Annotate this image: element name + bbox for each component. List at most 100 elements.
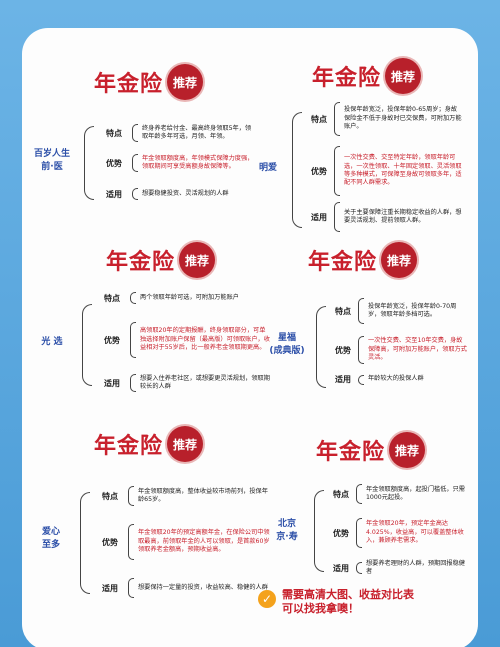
mini-brace [356,562,362,575]
product-name: 光 选 [41,337,63,347]
mini-brace [334,202,340,232]
row-desc: 投保年龄宽泛，投保年龄0-65周岁；身故保险金不低于身故时已交保费，可附加万能账… [344,106,462,131]
suitable-row: 适用 想要养老理财的人群，预期回报稳健者 [326,560,470,577]
feature-row: 特点 两个领取年龄可选，可附加万能账户 [94,292,270,304]
row-desc: 年金领取20年，预定年金高达4.025%，收益高，可以覆盖整体收入，兼顾养老需求… [366,520,464,545]
suitable-row: 适用 关于主要保障注重长期稳定收益的人群，想要灵活规划、提前领取人群。 [304,202,462,232]
title-block: 年金险 推荐 [106,242,216,278]
row-desc: 投保年龄宽泛，投保年龄0-70周岁，领取年龄多档可选。 [368,302,457,318]
row-label: 优势 [104,335,120,345]
advantage-row: 优势 年金领取额度高，年领模式保障力度强，领取期间可享受高额身故保障等。 [96,154,254,172]
recommend-badge: 推荐 [167,64,204,100]
mini-brace [128,524,134,560]
title-block: 年金险 推荐 [94,64,204,100]
product-name: 明爱 [258,163,277,173]
row-label: 适用 [106,189,122,199]
feature-row: 特点 年金领取额度高，整体收益较市场前列，投保年龄65岁。 [92,486,270,506]
brace [292,112,302,228]
row-label: 适用 [335,375,351,384]
row-desc: 年金领取额度高，起投门槛低，只需1000元起投。 [366,485,465,501]
row-desc: 年金领取额度高，整体收益较市场前列，投保年龄65岁。 [138,487,268,503]
mini-brace [128,578,134,598]
cta-line-2: 可以找我拿噢！ [282,602,359,615]
row-desc: 想要养老理财的人群，预期回报稳健者 [366,560,465,576]
mini-brace [130,374,136,392]
row-label: 适用 [104,378,120,388]
row-label: 适用 [311,212,327,222]
title-block: 年金险 推荐 [94,426,204,462]
row-label: 优势 [106,158,122,168]
advantage-row: 优势 年金领取20年，预定年金高达4.025%，收益高，可以覆盖整体收入，兼顾养… [326,518,470,548]
row-desc: 终身养老给付金、最高终身领取5年，领取年龄多年可选，月领、年领。 [142,124,252,140]
row-label: 特点 [104,293,120,303]
row-label: 优势 [335,345,351,355]
brace [80,492,90,594]
row-label: 优势 [333,528,349,538]
title-text: 年金险 [106,250,176,275]
product-name: 百岁人生 前·医 [33,149,70,172]
title-text: 年金险 [94,72,164,97]
title-block: 年金险 推荐 [312,58,422,94]
brace [316,306,326,388]
row-label: 优势 [311,166,327,176]
mini-brace [130,292,136,304]
suitable-row: 适用 想要稳健投资、灵活规划的人群 [96,188,254,200]
title-block: 年金险 推荐 [316,432,426,468]
feature-row: 特点 终身养老给付金、最高终身领取5年，领取年龄多年可选，月领、年领。 [96,124,254,142]
recommend-badge: 推荐 [381,242,418,278]
row-label: 适用 [102,583,118,593]
row-desc: 想要保持一定量的投资，收益较高、稳健的人群 [138,583,268,591]
row-label: 特点 [102,491,118,501]
row-desc: 关于主要保障注重长期稳定收益的人群，想要灵活规划、提前领取人群。 [344,208,462,224]
cta-line-1: 需要高清大图、收益对比表 [282,588,414,601]
title-text: 年金险 [94,434,164,459]
row-desc: 想要入住养老社区，或想要更灵活规划，领取期较长的人群 [140,374,270,390]
title-block: 年金险 推荐 [308,242,418,278]
feature-row: 特点 投保年龄宽泛，投保年龄0-65周岁；身故保险金不低于身故时已交保费，可附加… [304,102,462,136]
mini-brace [128,486,134,506]
brace [84,126,94,200]
brace [82,304,92,386]
mini-brace [132,154,138,172]
row-desc: 高领取20年的定期报酬，终身领取部分，可单独选择附加账户保留（最高版）可领取账户… [140,327,270,352]
mini-brace [132,188,138,200]
product-name: 爱心 至多 [41,527,60,550]
row-desc: 一次性交费、交至10年交费，身故保障高，可附加万能账户，领取方式灵活。 [368,337,467,362]
mini-brace [130,322,136,358]
recommend-badge: 推荐 [389,432,426,468]
suitable-row: 适用 想要入住养老社区，或想要更灵活规划，领取期较长的人群 [94,374,270,392]
mini-brace [334,146,340,196]
product-name: 北京 京·寿 [276,519,298,542]
row-desc: 想要稳健投资、灵活规划的人群 [142,189,229,197]
mini-brace [356,518,362,548]
mini-brace [358,374,364,385]
mini-brace [356,484,362,504]
content-card: 年金险 推荐 年金险 推荐 年金险 推荐 年金险 推荐 年金险 推荐 年金险 推… [22,28,478,647]
brace [314,490,324,572]
recommend-badge: 推荐 [167,426,204,462]
row-desc: 年龄较大的投保人群 [368,375,424,383]
row-desc: 一次性交费、交至特定年龄，领取年龄可选，一次性领取、十年固定领取、灵活领取等多种… [344,154,462,187]
title-text: 年金险 [316,440,386,465]
row-label: 特点 [335,306,351,316]
row-desc: 两个领取年龄可选，可附加万能账户 [140,293,239,301]
title-text: 年金险 [312,66,382,91]
cta-block: ✓ 需要高清大图、收益对比表 可以找我拿噢！ [258,588,414,616]
mini-brace [358,336,364,364]
row-label: 特点 [106,128,122,138]
recommend-badge: 推荐 [385,58,422,94]
row-label: 适用 [333,563,349,573]
row-desc: 年金领取20年的预定高额年金，在保险公司中领取最高，前领取年金的人可以领取，是首… [138,529,270,554]
feature-row: 特点 投保年龄宽泛，投保年龄0-70周岁，领取年龄多档可选。 [328,298,468,324]
mini-brace [334,102,340,136]
suitable-row: 适用 年龄较大的投保人群 [328,374,468,385]
title-text: 年金险 [308,250,378,275]
recommend-badge: 推荐 [179,242,216,278]
row-desc: 年金领取额度高，年领模式保障力度强，领取期间可享受高额身故保障等。 [142,154,254,170]
suitable-row: 适用 想要保持一定量的投资，收益较高、稳健的人群 [92,578,270,598]
feature-row: 特点 年金领取额度高，起投门槛低，只需1000元起投。 [326,484,470,504]
advantage-row: 优势 一次性交费、交至特定年龄，领取年龄可选，一次性领取、十年固定领取、灵活领取… [304,146,462,196]
row-label: 特点 [311,114,327,124]
row-label: 特点 [333,489,349,499]
mini-brace [358,298,364,324]
